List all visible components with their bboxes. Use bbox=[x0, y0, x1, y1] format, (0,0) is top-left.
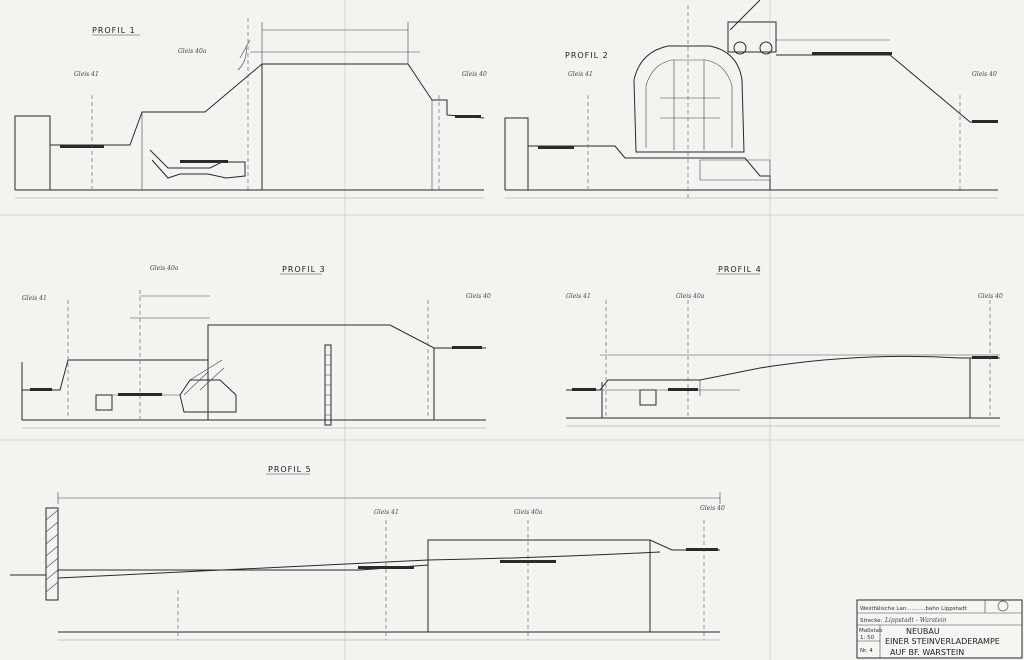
track-label-41-p3: Gleis 41 bbox=[22, 295, 47, 302]
profile-3-title: PROFIL 3 bbox=[282, 265, 326, 274]
profile-4-title: PROFIL 4 bbox=[718, 265, 762, 274]
title-block-strecke-label: Strecke: bbox=[860, 618, 883, 624]
title-block-strecke-value: Lippstadt - Warstein bbox=[884, 617, 947, 624]
track-label-40-p3: Gleis 40 bbox=[466, 293, 491, 300]
track-label-40-p4: Gleis 40 bbox=[978, 293, 1003, 300]
stamp-icon bbox=[997, 600, 1009, 612]
title-block-line-2: EINER STEINVERLADERAMPE bbox=[885, 637, 1000, 646]
track-label-40: Gleis 40 bbox=[462, 71, 487, 78]
track-label-40-p2: Gleis 40 bbox=[972, 71, 997, 78]
title-block-org: Westfälische Lan...........bahn Lippstad… bbox=[860, 606, 968, 612]
profile-3: PROFIL 3 Gleis 41 Gleis 40a Gleis 40 bbox=[21, 265, 491, 429]
track-label-41-p4: Gleis 41 bbox=[566, 293, 591, 300]
track-label-41-p2: Gleis 41 bbox=[568, 71, 593, 78]
title-block: Westfälische Lan...........bahn Lippstad… bbox=[856, 599, 1023, 659]
title-block-scale-value: 1: 50 bbox=[860, 635, 875, 641]
title-block-sheet-number: Nr. 4 bbox=[860, 648, 873, 654]
profile-1-title: PROFIL 1 bbox=[92, 26, 136, 35]
profile-2-title: PROFIL 2 bbox=[565, 51, 609, 60]
profile-2: PROFIL 2 Gleis 41 Gleis 40 bbox=[504, 0, 998, 200]
track-label-40-p5: Gleis 40 bbox=[700, 505, 725, 512]
track-label-40a-p4: Gleis 40a bbox=[676, 293, 705, 300]
profile-5-title: PROFIL 5 bbox=[268, 465, 312, 474]
track-label-40a: Gleis 40a bbox=[178, 48, 207, 55]
track-label-40a-p3: Gleis 40a bbox=[150, 265, 179, 272]
profile-5: PROFIL 5 Gleis 41 Gleis 40a Gleis 40 bbox=[10, 465, 725, 641]
track-label-40a-p5: Gleis 40a bbox=[514, 509, 543, 516]
profile-1: PROFIL 1 Gleis 41 Gleis 40 Gleis 40a bbox=[14, 18, 487, 199]
title-block-line-3: AUF BF. WARSTEIN bbox=[890, 648, 964, 657]
title-block-line-1: NEUBAU bbox=[906, 627, 940, 636]
track-label-41: Gleis 41 bbox=[74, 71, 99, 78]
track-label-41-p5: Gleis 41 bbox=[374, 509, 399, 516]
profile-4: PROFIL 4 Gleis 41 Gleis 40a Gleis 40 bbox=[566, 265, 1003, 427]
title-block-scale-label: Maßstab bbox=[859, 628, 883, 634]
